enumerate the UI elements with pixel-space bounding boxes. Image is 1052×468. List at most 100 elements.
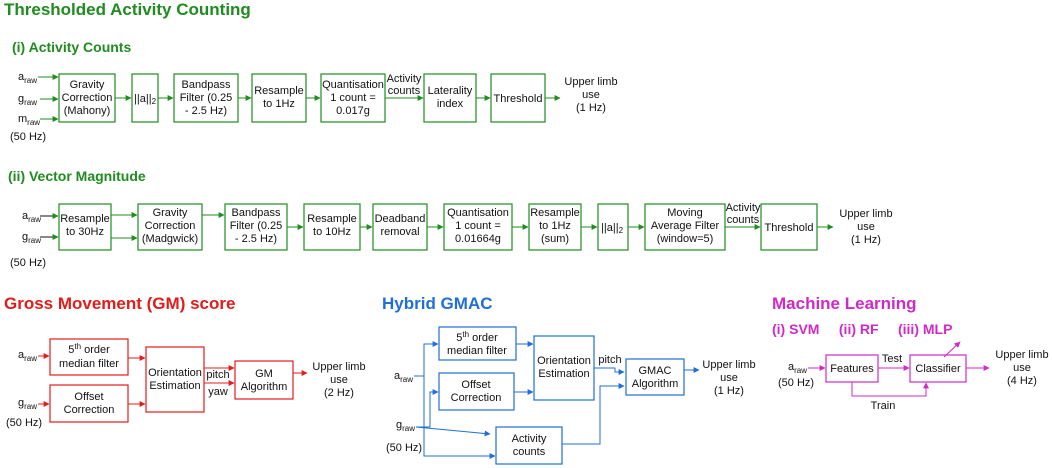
vm-gravity-box — [137, 203, 203, 251]
gm-output-line3: (2 Hz) — [324, 387, 354, 399]
vm-maf-line1: Moving — [667, 207, 702, 219]
vm-maf-line2: Average Filter — [651, 220, 720, 232]
vm-edge-label-1: Activity — [726, 202, 761, 214]
ac-norm-box — [131, 73, 159, 123]
ml-rate: (50 Hz) — [778, 377, 814, 389]
hy-activity-box — [495, 426, 563, 465]
vm-threshold-box — [760, 203, 818, 251]
vm-quant-line2: 1 count = — [455, 220, 501, 232]
hy-orient-box — [533, 335, 595, 401]
ml-title: Machine Learning — [772, 294, 917, 313]
ac-bandpass-line2: Filter (0.25 — [180, 92, 233, 104]
vm-resample10-line2: to 10Hz — [313, 226, 351, 238]
vector-magnitude-title: (ii) Vector Magnitude — [8, 168, 146, 184]
hy-input-a: araw — [394, 370, 413, 384]
gm-median-line1: 5th order — [68, 342, 110, 356]
ac-output-line2: use — [582, 89, 600, 101]
ac-gravity-line3: (Mahony) — [64, 105, 110, 117]
ac-resample-line2: to 1Hz — [263, 98, 295, 110]
gm-median-box — [49, 338, 129, 376]
ac-quant-line2: 1 count = — [330, 92, 376, 104]
vm-gravity-line1: Gravity — [153, 207, 188, 219]
hy-orient-line2: Estimation — [538, 368, 589, 380]
gm-median-line2: median filter — [59, 358, 119, 370]
hy-algo-line1: GMAC — [639, 365, 672, 377]
hybrid-title: Hybrid GMAC — [382, 294, 493, 313]
vm-deadband-line2: removal — [380, 226, 419, 238]
gm-offset-line2: Correction — [64, 404, 115, 416]
gm-algo-line1: GM — [255, 368, 273, 380]
gm-offset-line1: Offset — [74, 391, 103, 403]
ac-quant-box — [320, 73, 386, 123]
ml-classifier-label: Classifier — [915, 363, 961, 375]
vm-deadband-line1: Deadband — [375, 213, 426, 225]
vm-bandpass-box — [224, 203, 288, 251]
ac-resample-line1: Resample — [254, 85, 304, 97]
vm-bandpass-line1: Bandpass — [232, 207, 281, 219]
ac-gravity-line2: Correction — [62, 92, 113, 104]
gm-pipeline: araw graw (50 Hz) 5th order median filte… — [6, 338, 366, 429]
hy-output-line1: Upper limb — [702, 359, 755, 371]
gm-orient-box — [145, 346, 205, 413]
ml-features-label: Features — [830, 363, 874, 375]
gm-output-line2: use — [330, 374, 348, 386]
hy-activity-line2: counts — [513, 446, 546, 458]
gm-orient-line1: Orientation — [148, 367, 202, 379]
vm-maf-line3: (window=5) — [657, 233, 714, 245]
vm-resample30-line2: to 30Hz — [66, 226, 104, 238]
ac-bandpass-line1: Bandpass — [182, 79, 231, 91]
vm-bandpass-line2: Filter (0.25 — [230, 220, 283, 232]
ac-edge-label-1: Activity — [387, 73, 422, 85]
ac-laterality-line2: index — [437, 98, 464, 110]
hy-output-line2: use — [720, 372, 738, 384]
hy-median-box — [438, 326, 517, 361]
ml-edge-test: Test — [882, 353, 902, 365]
vm-output-line1: Upper limb — [839, 208, 892, 220]
gm-edge-yaw: yaw — [208, 386, 228, 398]
gm-input-g: graw — [18, 397, 37, 411]
vm-input-g: graw — [22, 231, 41, 245]
ac-threshold-box — [490, 73, 546, 123]
vm-resample1-line3: (sum) — [541, 233, 569, 245]
ac-output-line3: (1 Hz) — [576, 102, 606, 114]
hy-offset-line1: Offset — [461, 379, 490, 391]
ac-laterality-line1: Laterality — [428, 85, 473, 97]
ml-pipeline: araw (50 Hz) Features Test Classifier Tr… — [778, 341, 1049, 412]
ac-norm-label: ||a||2 — [134, 93, 157, 106]
ml-output-line1: Upper limb — [995, 349, 1048, 361]
hy-output-line3: (1 Hz) — [714, 385, 744, 397]
ac-bandpass-line3: - 2.5 Hz) — [185, 105, 227, 117]
gm-algo-box — [234, 360, 294, 400]
vm-resample1-box — [528, 203, 582, 251]
vm-edge-label-2: counts — [727, 214, 760, 226]
hy-algo-line2: Algorithm — [632, 378, 678, 390]
hy-offset-box — [438, 372, 515, 411]
activity-counts-title: (i) Activity Counts — [12, 39, 131, 55]
gm-edge-pitch: pitch — [206, 369, 229, 381]
hybrid-pipeline: araw graw (50 Hz) 5th order median filte… — [386, 326, 756, 465]
vector-magnitude-pipeline: araw graw (50 Hz) Resample to 30Hz Gravi… — [10, 202, 893, 269]
ac-quant-line1: Quantisation — [322, 79, 384, 91]
gm-orient-line2: Estimation — [149, 380, 200, 392]
hy-algo-box — [625, 358, 685, 396]
ml-edge-train: Train — [871, 400, 896, 412]
main-title: Thresholded Activity Counting — [4, 0, 251, 19]
ac-input-m: mraw — [18, 113, 40, 127]
vm-input-a: araw — [22, 210, 41, 224]
ml-output-line3: (4 Hz) — [1007, 375, 1037, 387]
vm-norm-label: ||a||2 — [601, 222, 624, 235]
vm-bandpass-line3: - 2.5 Hz) — [235, 233, 277, 245]
gm-offset-box — [49, 384, 129, 423]
hy-median-line2: median filter — [447, 345, 507, 357]
vm-resample1-line2: to 1Hz — [539, 220, 571, 232]
vm-quant-line1: Quantisation — [447, 207, 509, 219]
vm-rate: (50 Hz) — [10, 257, 46, 269]
ml-methods: (i) SVM (ii) RF (iii) MLP — [772, 321, 952, 337]
vm-resample30-box — [58, 203, 112, 251]
ml-input-a: araw — [788, 361, 807, 375]
gm-input-a: araw — [18, 349, 37, 363]
gm-rate: (50 Hz) — [6, 417, 42, 429]
ac-input-g: graw — [18, 93, 37, 107]
hy-activity-line1: Activity — [512, 433, 547, 445]
